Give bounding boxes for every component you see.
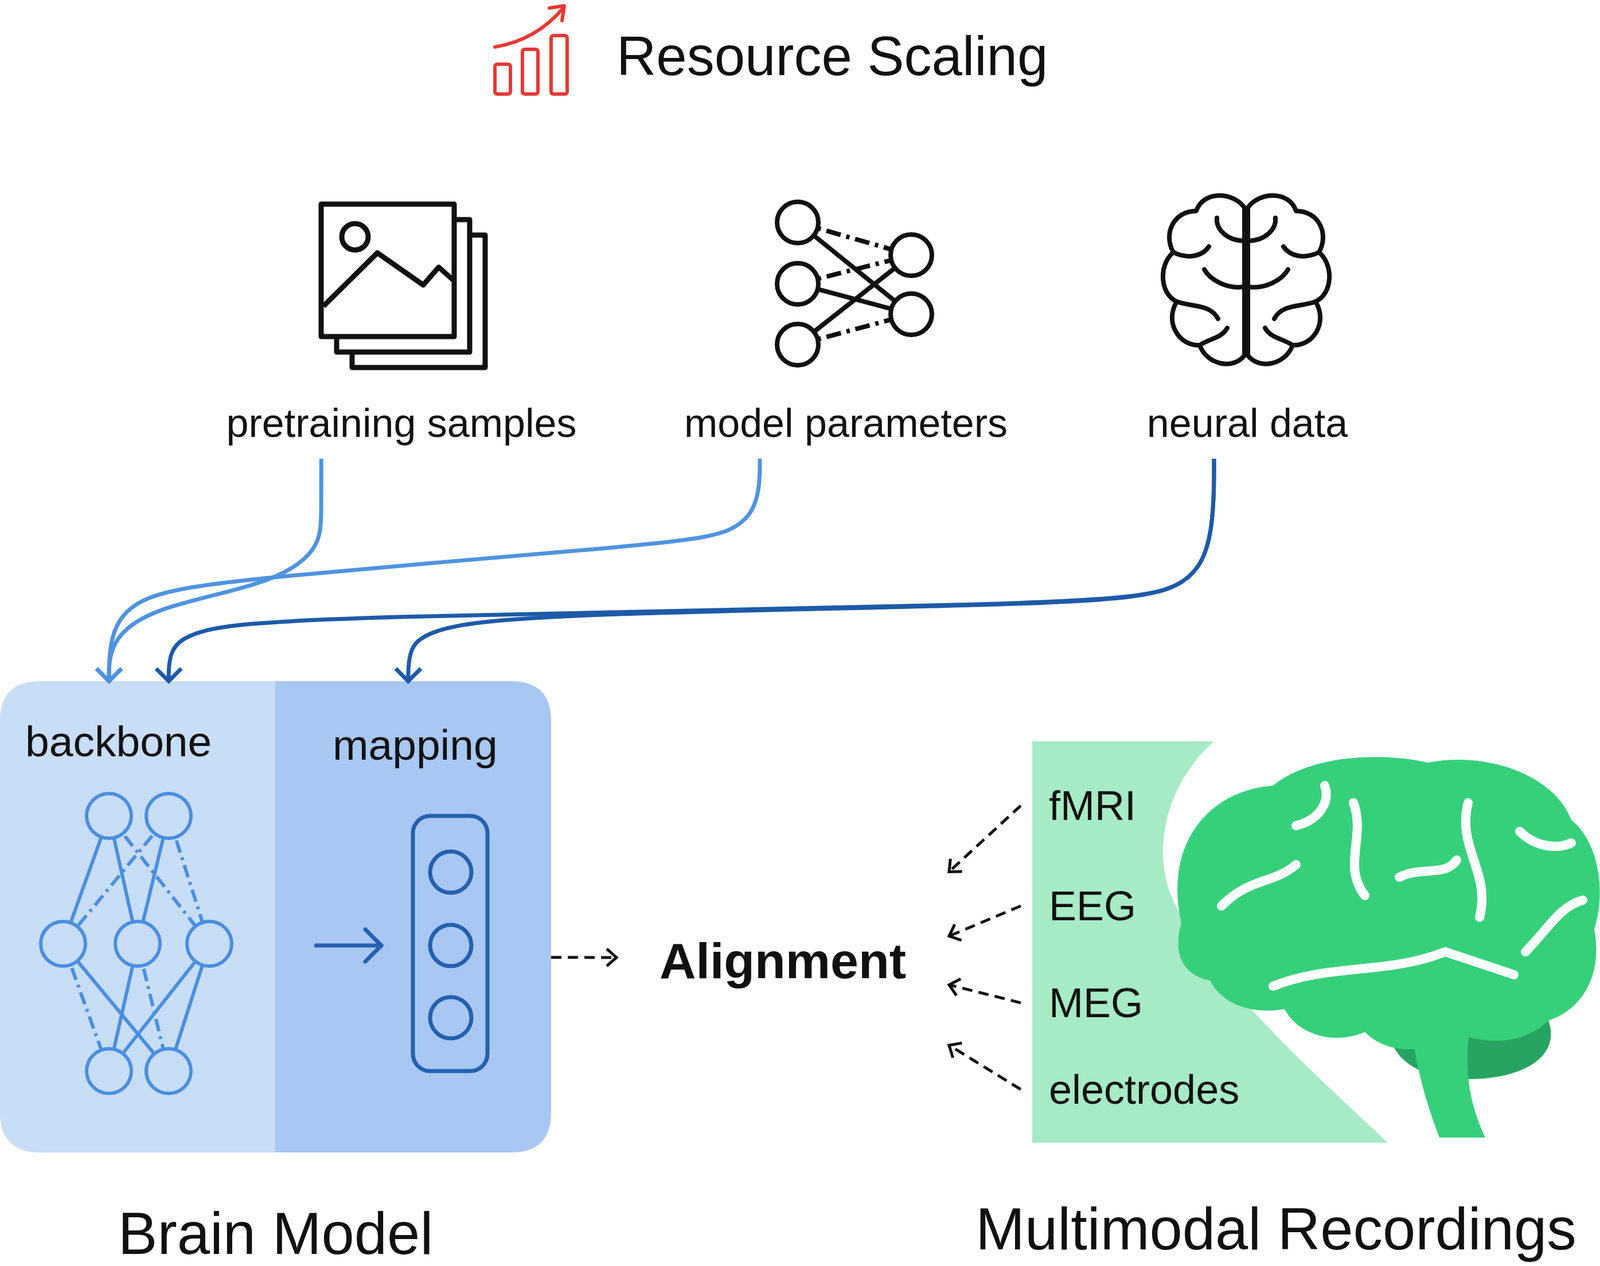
images-icon — [321, 204, 486, 368]
flow-arrow — [108, 458, 322, 682]
node-label: Multimodal Recordings — [951, 1193, 1600, 1266]
figure-title: Resource Scaling — [616, 22, 1048, 89]
mapping-vector — [315, 816, 488, 1072]
dashed-arrow — [949, 985, 1021, 1004]
dashed-arrow — [551, 955, 617, 959]
backbone-network — [40, 793, 232, 1094]
node-label: fMRI — [1048, 777, 1137, 835]
resource-icon-node: neural data — [1124, 189, 1371, 459]
flow-arrow — [108, 458, 760, 682]
mapping-section: mapping — [275, 681, 552, 1153]
backbone-section: backbone — [0, 681, 276, 1153]
recordings-panel: Multimodal Recordings fMRI EEG MEG electrode… — [951, 734, 1600, 1266]
node-label: EEG — [1048, 877, 1137, 935]
node-label: backbone — [25, 715, 212, 768]
modality-label: EEG — [1020, 877, 1251, 935]
node-label: neural data — [1124, 399, 1371, 448]
node-label: mapping — [332, 719, 498, 771]
node-label: MEG — [1048, 974, 1143, 1032]
node-label: Brain Model — [0, 1198, 552, 1266]
alignment-node: Alignment — [616, 860, 950, 1056]
backbone-panel — [0, 681, 276, 1153]
resource-icon-node: pretraining samples — [194, 189, 608, 459]
node-label: electrodes — [1048, 1060, 1240, 1119]
dashed-arrow — [949, 1045, 1021, 1090]
flow-arrow — [168, 458, 1215, 682]
flow-arrow — [408, 458, 1215, 682]
brain-illustration — [1177, 756, 1600, 1138]
mapping-panel — [275, 681, 552, 1153]
scaling-icon — [494, 5, 568, 95]
modality-label: electrodes — [1020, 1060, 1251, 1119]
dashed-arrow — [949, 906, 1021, 937]
resource-icon-node: model parameters — [653, 189, 1038, 459]
modality-label: MEG — [1020, 974, 1251, 1032]
modality-label: fMRI — [1020, 777, 1251, 835]
node-label: model parameters — [653, 399, 1038, 448]
node-label: pretraining samples — [194, 399, 608, 448]
brain-outline-icon — [1163, 195, 1330, 365]
dashed-arrow — [949, 805, 1021, 872]
node-label: Alignment — [616, 930, 950, 992]
network-icon — [777, 201, 932, 366]
model-panel: Brain Modelbackbonemapping — [0, 681, 552, 1153]
